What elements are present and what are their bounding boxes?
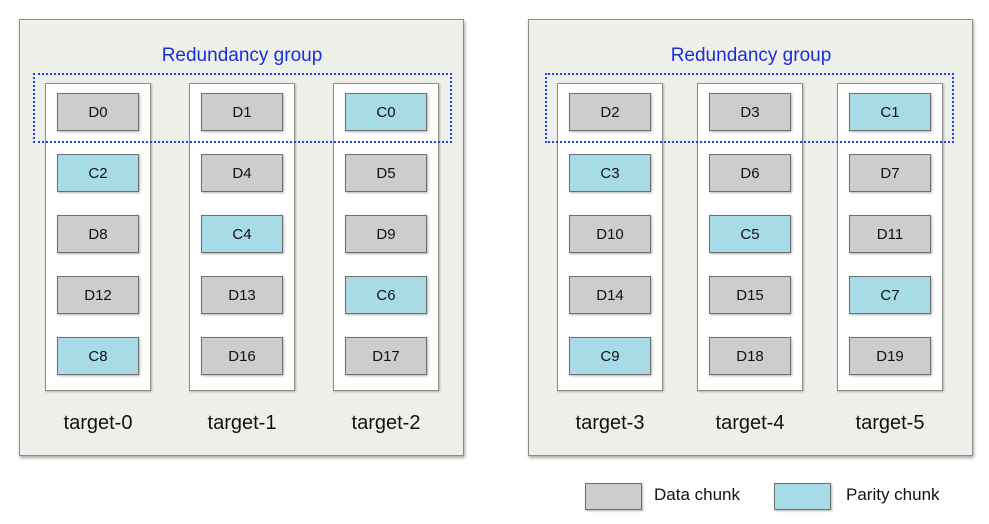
parity-chunk: C4: [201, 215, 283, 253]
data-chunk: D9: [345, 215, 427, 253]
data-chunk-swatch: [585, 483, 642, 510]
redundancy-group-label: Redundancy group: [161, 45, 323, 66]
data-chunk: D8: [57, 215, 139, 253]
redundancy-group-label: Redundancy group: [670, 45, 832, 66]
target-label: target-5: [855, 412, 925, 434]
data-chunk: D3: [709, 93, 791, 131]
target-label: target-3: [575, 412, 645, 434]
target-label: target-2: [351, 412, 421, 434]
data-chunk: D5: [345, 154, 427, 192]
parity-chunk: C5: [709, 215, 791, 253]
data-chunk: D13: [201, 276, 283, 314]
parity-chunk: C0: [345, 93, 427, 131]
parity-chunk: C1: [849, 93, 931, 131]
data-chunk: D0: [57, 93, 139, 131]
data-chunk: D4: [201, 154, 283, 192]
data-chunk: D1: [201, 93, 283, 131]
data-chunk: D10: [569, 215, 651, 253]
target-label: target-1: [207, 412, 277, 434]
data-chunk-legend-label: Data chunk: [654, 485, 740, 504]
data-chunk: D12: [57, 276, 139, 314]
data-chunk: D18: [709, 337, 791, 375]
data-chunk: D16: [201, 337, 283, 375]
data-chunk: D6: [709, 154, 791, 192]
data-chunk: D11: [849, 215, 931, 253]
data-chunk: D17: [345, 337, 427, 375]
data-chunk: D2: [569, 93, 651, 131]
parity-chunk: C3: [569, 154, 651, 192]
parity-chunk: C2: [57, 154, 139, 192]
parity-chunk-swatch: [774, 483, 831, 510]
parity-chunk: C7: [849, 276, 931, 314]
data-chunk: D19: [849, 337, 931, 375]
parity-chunk: C6: [345, 276, 427, 314]
redundancy-group-outline: [545, 73, 954, 143]
parity-chunk: C8: [57, 337, 139, 375]
parity-chunk-legend-label: Parity chunk: [846, 485, 940, 504]
target-label: target-4: [715, 412, 785, 434]
data-chunk: D7: [849, 154, 931, 192]
data-chunk: D14: [569, 276, 651, 314]
parity-chunk: C9: [569, 337, 651, 375]
redundancy-group-outline: [33, 73, 452, 143]
data-chunk: D15: [709, 276, 791, 314]
target-label: target-0: [63, 412, 133, 434]
